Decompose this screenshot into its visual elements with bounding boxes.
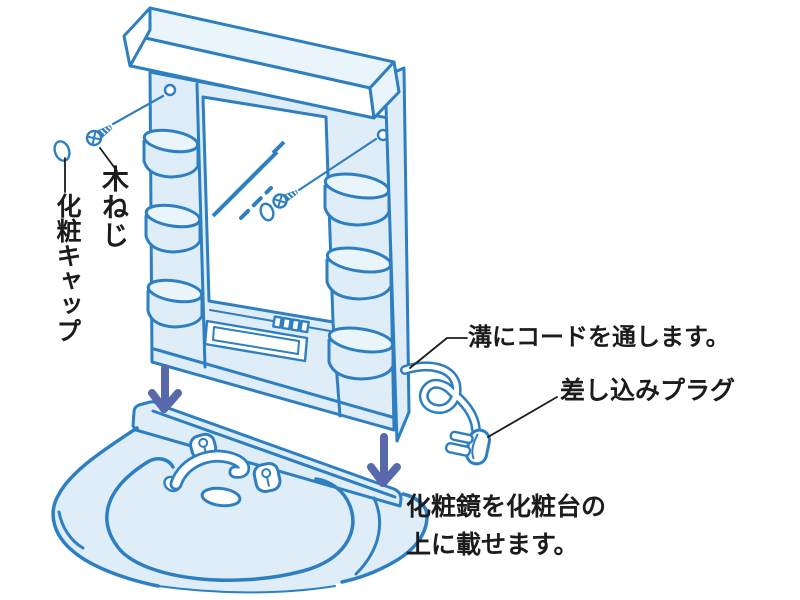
wood-screw-icon-mirror: [272, 190, 298, 209]
drain-hole: [200, 486, 242, 508]
vanity-rail-inner-line: [151, 409, 397, 499]
shelf: [142, 128, 200, 179]
basin-right-fold-line: [354, 496, 381, 576]
light-box-right-end: [368, 60, 401, 120]
shelf: [325, 246, 393, 301]
faucet: [163, 432, 282, 494]
basin-body: [53, 428, 428, 594]
label-plug: 差し込みプラグ: [560, 377, 736, 405]
screw-hole-left: [163, 83, 177, 97]
power-plug: [444, 428, 491, 466]
basin-accent-stroke: [57, 510, 85, 550]
basin-outline-bottom: [157, 585, 336, 594]
basin-inner-hook: [144, 457, 175, 469]
label-cord-groove: 溝にコードを通します。: [468, 324, 730, 351]
screw-leader-line-right: [297, 137, 378, 192]
basin-outline-right: [340, 492, 429, 584]
mirror-reflection-lines: [211, 140, 286, 220]
mirror-bottom-edge-line: [209, 309, 331, 332]
cosmetic-cap-icon-mirror: [259, 202, 275, 222]
tray-slot-inner: [212, 326, 300, 355]
shelf: [144, 203, 202, 254]
top-light-box: [122, 6, 401, 120]
shelf: [323, 172, 391, 227]
wood-screw-icon: [85, 125, 113, 147]
bottom-tray: [203, 315, 310, 363]
label-place-mirror-line2: 上に載せます。: [406, 531, 579, 559]
plug-leader: [487, 396, 558, 438]
cord-groove-leader: [409, 337, 468, 369]
basin-inner-curve: [105, 461, 355, 583]
light-box-left-end: [122, 6, 152, 68]
right-shelf-column: [323, 172, 395, 381]
shelf: [146, 278, 204, 329]
label-wood-screw: 木ねじ: [98, 165, 128, 249]
label-cosmetic-cap: 化粧キャップ: [53, 193, 81, 343]
vent-slits: [272, 315, 310, 334]
down-arrow-right: [367, 433, 401, 487]
label-place-mirror-line1: 化粧鏡を化粧台の: [406, 493, 607, 521]
tray-fold-line: [152, 347, 394, 419]
basin-outline-left: [51, 426, 160, 588]
power-cord: [400, 361, 481, 435]
vanity-sink: [51, 400, 429, 594]
screw-leader-line-left: [111, 94, 165, 126]
cosmetic-cap-icon: [53, 140, 71, 162]
down-arrow-left: [148, 364, 182, 413]
faucet-handle-right: [252, 461, 282, 494]
left-shelf-column: [142, 128, 204, 329]
shelf: [327, 326, 395, 381]
label-place-mirror: 化粧鏡を化粧台の 上に載せます。: [406, 488, 606, 564]
cabinet-side-panel: [383, 66, 411, 443]
wood-screw-leader: [99, 147, 118, 172]
mirror-cabinet: [122, 6, 411, 443]
